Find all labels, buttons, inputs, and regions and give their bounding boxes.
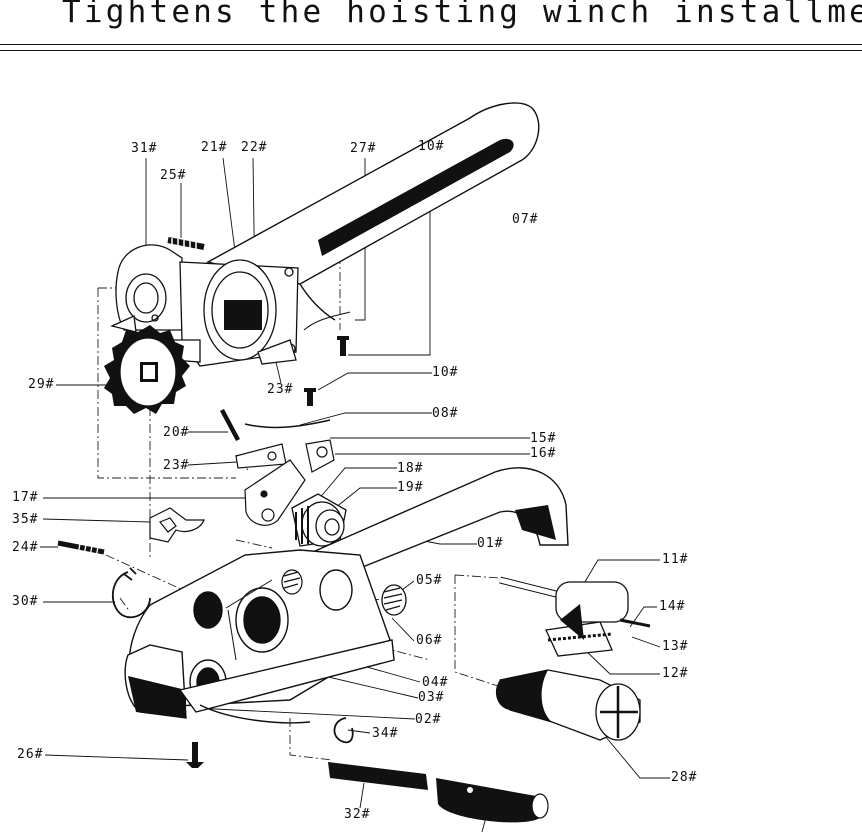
ratchet-gear-29 xyxy=(104,325,190,414)
winch-housing-31 xyxy=(110,244,299,367)
label-part-01: 01# xyxy=(477,536,504,551)
label-part-21: 21# xyxy=(201,140,228,155)
label-part-11: 11# xyxy=(662,552,689,567)
needle-bearing-05 xyxy=(381,584,407,616)
spring-08 xyxy=(244,419,331,429)
label-part-27: 27# xyxy=(350,141,377,156)
label-part-23-lower: 23# xyxy=(163,458,190,473)
screw-26 xyxy=(186,742,204,768)
pin-25 xyxy=(167,237,205,252)
label-part-29: 29# xyxy=(28,377,55,392)
clip-34 xyxy=(333,717,354,744)
label-part-35: 35# xyxy=(12,512,39,527)
label-part-14: 14# xyxy=(659,599,686,614)
header-rule-bottom xyxy=(0,50,862,51)
label-part-23-upper: 23# xyxy=(267,382,294,397)
label-part-25: 25# xyxy=(160,168,187,183)
label-part-32: 32# xyxy=(344,807,371,822)
label-part-20: 20# xyxy=(163,425,190,440)
retaining-ring-30 xyxy=(112,567,151,619)
shaft-32 xyxy=(328,762,549,823)
label-part-18: 18# xyxy=(397,461,424,476)
upper-handle-07 xyxy=(206,102,540,331)
label-part-10-top: 10# xyxy=(418,139,445,154)
clamp-assembly-11 xyxy=(499,576,651,657)
base-frame-01 xyxy=(124,467,569,724)
label-part-08: 08# xyxy=(432,406,459,421)
drive-shaft-28 xyxy=(495,669,641,741)
label-part-15: 15# xyxy=(530,431,557,446)
label-part-03: 03# xyxy=(418,690,445,705)
label-part-28: 28# xyxy=(671,770,698,785)
label-part-30: 30# xyxy=(12,594,39,609)
pawl-23-assembly xyxy=(235,439,335,526)
label-part-24: 24# xyxy=(12,540,39,555)
cam-plate-35 xyxy=(149,507,205,543)
pin-20 xyxy=(220,408,240,442)
label-part-06: 06# xyxy=(416,633,443,648)
roller-18-19 xyxy=(291,493,347,547)
header-rule-top xyxy=(0,44,862,45)
label-part-02: 02# xyxy=(415,712,442,727)
label-part-04: 04# xyxy=(422,675,449,690)
label-part-16: 16# xyxy=(530,446,557,461)
screw-10-upper xyxy=(337,336,349,356)
label-part-12: 12# xyxy=(662,666,689,681)
page-title: Tightens the hoisting winch installment xyxy=(62,0,862,30)
label-part-19: 19# xyxy=(397,480,424,495)
bolt-24 xyxy=(57,540,105,558)
label-part-05: 05# xyxy=(416,573,443,588)
label-part-07: 07# xyxy=(512,212,539,227)
label-part-34: 34# xyxy=(372,726,399,741)
label-part-26: 26# xyxy=(17,747,44,762)
screw-10-lower xyxy=(304,388,316,406)
label-part-13: 13# xyxy=(662,639,689,654)
label-part-31: 31# xyxy=(131,141,158,156)
label-part-17: 17# xyxy=(12,490,39,505)
label-part-10-mid: 10# xyxy=(432,365,459,380)
label-part-22: 22# xyxy=(241,140,268,155)
needle-bearing-06 xyxy=(281,569,303,595)
